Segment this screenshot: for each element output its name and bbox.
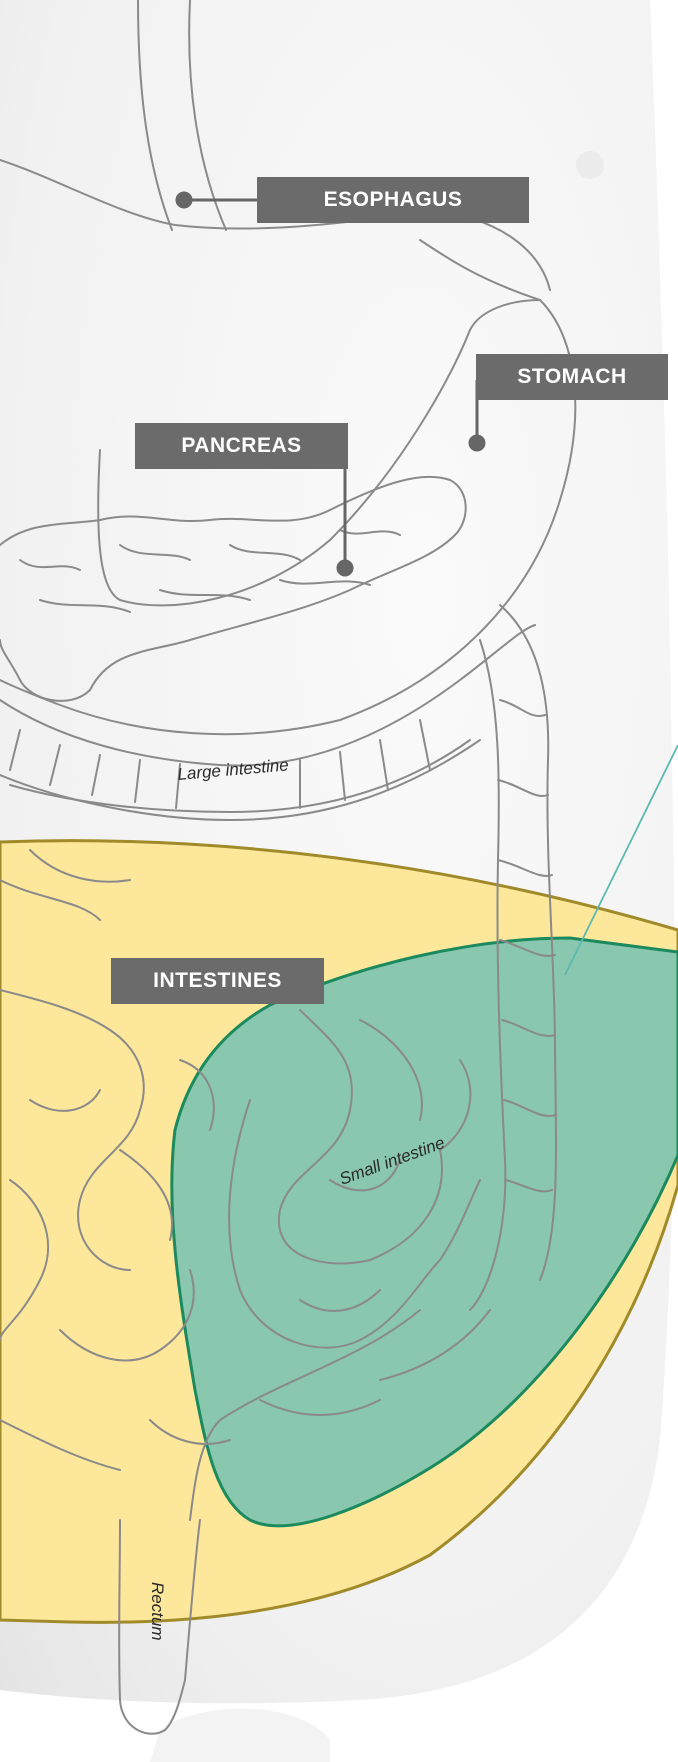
esophagus-label: ESOPHAGUS (257, 177, 529, 223)
pancreas-label: PANCREAS (135, 423, 348, 469)
intestines-label: INTESTINES (111, 958, 324, 1004)
stomach-label: STOMACH (476, 354, 668, 400)
rectum-annotation: Rectum (148, 1582, 167, 1641)
